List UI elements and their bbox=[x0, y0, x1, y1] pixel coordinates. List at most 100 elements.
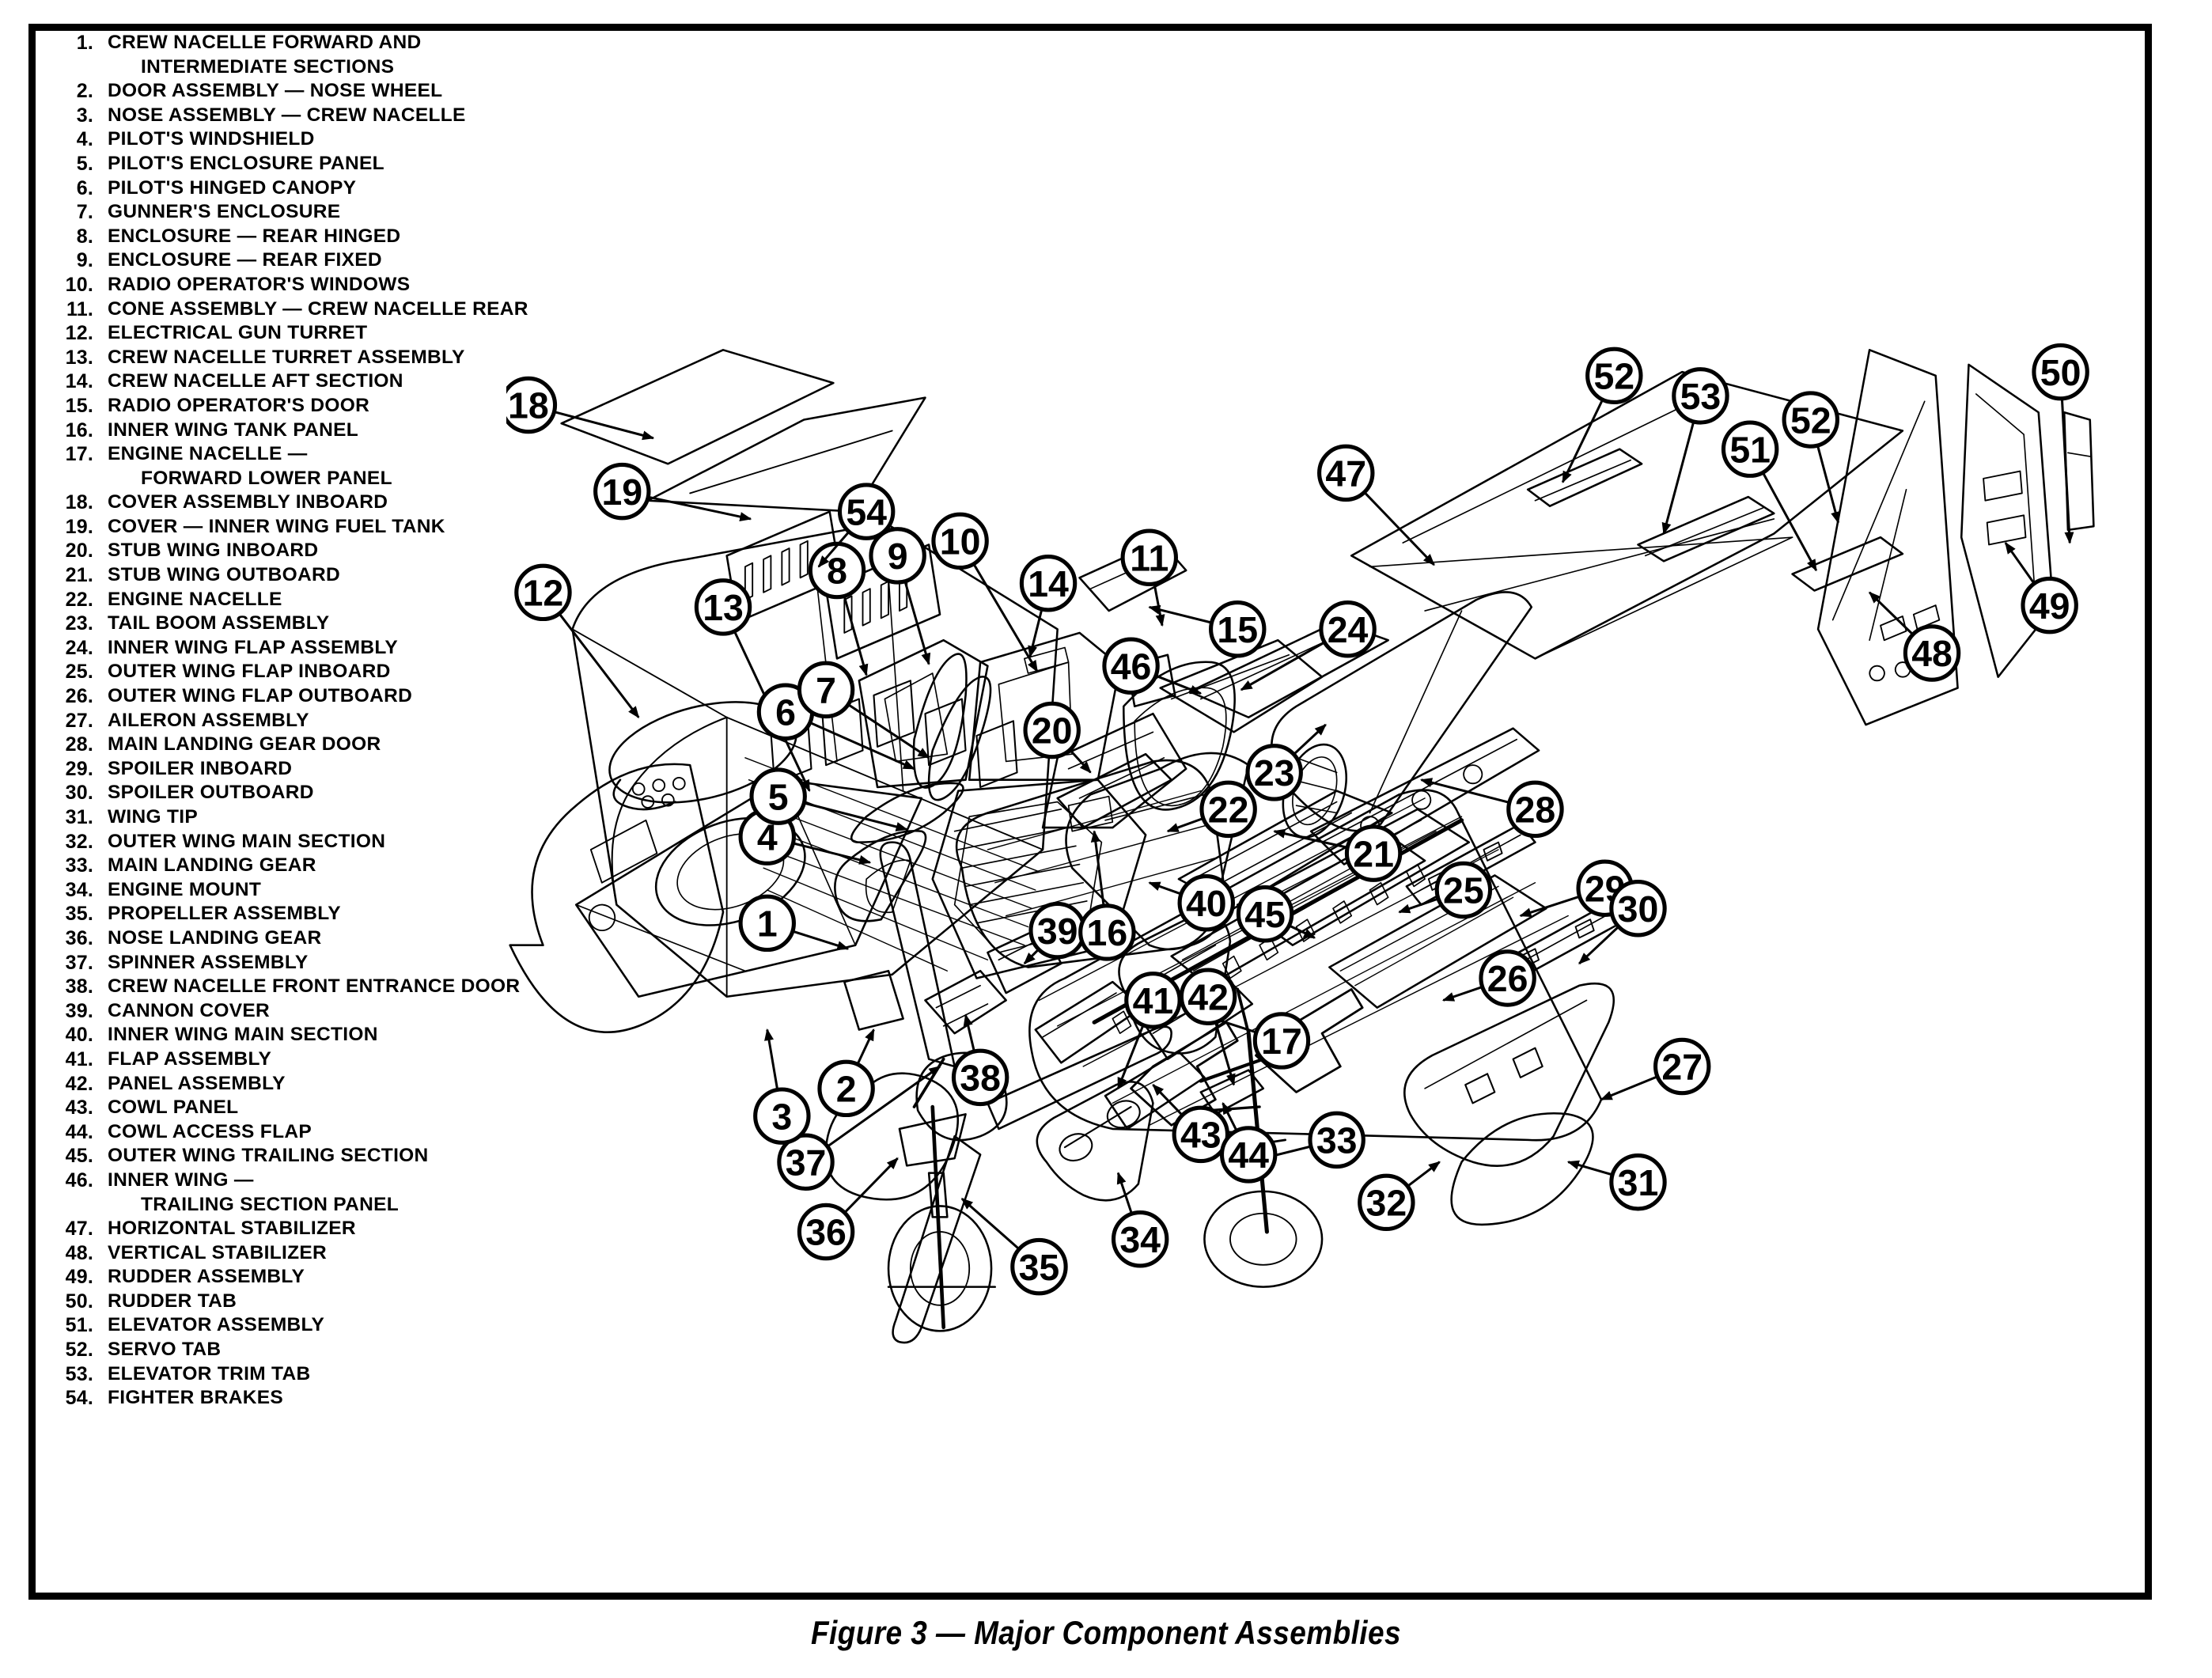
callout-balloon[interactable] bbox=[1219, 1126, 1278, 1184]
callout-balloon[interactable] bbox=[1209, 600, 1267, 658]
callout-2[interactable]: 2 bbox=[817, 1028, 875, 1118]
callout-balloon[interactable] bbox=[1434, 861, 1493, 919]
callout-balloon[interactable] bbox=[1653, 1037, 1711, 1096]
callout-37[interactable]: 37 bbox=[777, 1065, 941, 1191]
callout-42[interactable]: 42 bbox=[1179, 968, 1237, 1086]
callout-22[interactable]: 22 bbox=[1166, 780, 1257, 839]
callout-13[interactable]: 13 bbox=[694, 578, 811, 792]
callout-50[interactable]: 50 bbox=[2032, 343, 2089, 544]
callout-balloon[interactable] bbox=[1019, 554, 1078, 612]
callout-balloon[interactable] bbox=[2021, 576, 2078, 634]
callout-16[interactable]: 16 bbox=[1078, 830, 1136, 961]
callout-11[interactable]: 11 bbox=[1120, 528, 1179, 627]
callout-26[interactable]: 26 bbox=[1441, 949, 1536, 1007]
callout-5[interactable]: 5 bbox=[749, 767, 908, 831]
callout-53[interactable]: 53 bbox=[1661, 367, 1729, 535]
callout-balloon[interactable] bbox=[1319, 600, 1377, 658]
callout-20[interactable]: 20 bbox=[1023, 701, 1092, 774]
callout-balloon[interactable] bbox=[1358, 1173, 1415, 1232]
callout-balloon[interactable] bbox=[593, 462, 651, 521]
callout-balloon[interactable] bbox=[1308, 1111, 1365, 1169]
callout-balloon[interactable] bbox=[869, 527, 926, 585]
callout-balloon[interactable] bbox=[1179, 968, 1237, 1025]
callout-18[interactable]: 18 bbox=[506, 376, 655, 441]
callout-24[interactable]: 24 bbox=[1240, 600, 1377, 691]
callout-36[interactable]: 36 bbox=[797, 1157, 899, 1261]
callout-balloon[interactable] bbox=[1252, 1012, 1311, 1070]
callout-balloon[interactable] bbox=[951, 1048, 1009, 1107]
callout-3[interactable]: 3 bbox=[753, 1028, 811, 1145]
callout-51[interactable]: 51 bbox=[1721, 420, 1818, 572]
callout-30[interactable]: 30 bbox=[1578, 880, 1667, 965]
callout-balloon[interactable] bbox=[837, 483, 896, 540]
callout-balloon[interactable] bbox=[506, 376, 558, 434]
callout-32[interactable]: 32 bbox=[1358, 1161, 1441, 1232]
callout-balloon[interactable] bbox=[1903, 624, 1961, 682]
callout-balloon[interactable] bbox=[1609, 1153, 1667, 1211]
callout-balloon[interactable] bbox=[1506, 780, 1564, 839]
callout-balloon[interactable] bbox=[1245, 744, 1303, 801]
callout-balloon[interactable] bbox=[777, 1133, 835, 1191]
callout-balloon[interactable] bbox=[1317, 444, 1375, 502]
callout-balloon[interactable] bbox=[1078, 903, 1136, 961]
callout-27[interactable]: 27 bbox=[1600, 1037, 1711, 1101]
callout-12[interactable]: 12 bbox=[514, 563, 640, 718]
callout-23[interactable]: 23 bbox=[1245, 723, 1327, 801]
callout-balloon[interactable] bbox=[931, 512, 989, 570]
callout-balloon[interactable] bbox=[1199, 780, 1257, 839]
callout-46[interactable]: 46 bbox=[1102, 637, 1203, 695]
callout-14[interactable]: 14 bbox=[1019, 554, 1078, 658]
callout-19[interactable]: 19 bbox=[593, 462, 752, 522]
callout-52[interactable]: 52 bbox=[1782, 391, 1840, 525]
callout-balloon[interactable] bbox=[1782, 391, 1840, 449]
callout-balloon[interactable] bbox=[738, 894, 796, 953]
callout-6[interactable]: 6 bbox=[756, 683, 915, 771]
callout-balloon[interactable] bbox=[514, 563, 572, 622]
callout-15[interactable]: 15 bbox=[1148, 600, 1267, 658]
callout-54[interactable]: 54 bbox=[817, 483, 896, 568]
callout-balloon[interactable] bbox=[1124, 972, 1182, 1029]
callout-38[interactable]: 38 bbox=[951, 1013, 1009, 1107]
callout-34[interactable]: 34 bbox=[1111, 1172, 1169, 1268]
callout-48[interactable]: 48 bbox=[1869, 591, 1961, 682]
callout-47[interactable]: 47 bbox=[1317, 444, 1435, 566]
callout-8[interactable]: 8 bbox=[808, 541, 869, 676]
callout-balloon[interactable] bbox=[1672, 367, 1729, 425]
callout-balloon[interactable] bbox=[1609, 880, 1667, 937]
callout-44[interactable]: 44 bbox=[1219, 1102, 1278, 1184]
callout-balloon[interactable] bbox=[694, 578, 752, 636]
callout-9[interactable]: 9 bbox=[869, 527, 931, 665]
callout-39[interactable]: 39 bbox=[1023, 901, 1086, 964]
callout-balloon[interactable] bbox=[1120, 528, 1179, 586]
callout-balloon[interactable] bbox=[817, 1059, 875, 1118]
callout-balloon[interactable] bbox=[753, 1087, 811, 1145]
callout-31[interactable]: 31 bbox=[1566, 1153, 1667, 1211]
callout-balloon[interactable] bbox=[1177, 874, 1235, 932]
callout-45[interactable]: 45 bbox=[1236, 884, 1316, 943]
callout-33[interactable]: 33 bbox=[1262, 1111, 1365, 1169]
callout-52[interactable]: 52 bbox=[1561, 347, 1643, 483]
callout-balloon[interactable] bbox=[1023, 701, 1081, 759]
callout-43[interactable]: 43 bbox=[1152, 1084, 1230, 1164]
callout-35[interactable]: 35 bbox=[960, 1198, 1068, 1296]
callout-49[interactable]: 49 bbox=[2004, 541, 2078, 634]
callout-balloon[interactable] bbox=[1721, 420, 1779, 478]
callout-25[interactable]: 25 bbox=[1398, 861, 1493, 919]
callout-28[interactable]: 28 bbox=[1420, 778, 1564, 839]
callout-40[interactable]: 40 bbox=[1148, 874, 1235, 932]
callout-balloon[interactable] bbox=[1344, 824, 1403, 882]
callout-7[interactable]: 7 bbox=[797, 661, 930, 759]
callout-balloon[interactable] bbox=[1585, 347, 1643, 405]
callout-21[interactable]: 21 bbox=[1273, 824, 1403, 882]
callout-balloon[interactable] bbox=[797, 661, 855, 719]
callout-balloon[interactable] bbox=[1479, 949, 1536, 1007]
callout-balloon[interactable] bbox=[2032, 343, 2089, 401]
callout-balloon[interactable] bbox=[1172, 1105, 1230, 1164]
callout-balloon[interactable] bbox=[1236, 884, 1294, 943]
callout-41[interactable]: 41 bbox=[1116, 972, 1182, 1090]
callout-balloon[interactable] bbox=[749, 767, 807, 825]
callout-1[interactable]: 1 bbox=[738, 894, 850, 953]
callout-balloon[interactable] bbox=[1111, 1210, 1169, 1268]
callout-balloon[interactable] bbox=[1102, 637, 1160, 695]
callout-10[interactable]: 10 bbox=[931, 512, 1039, 672]
